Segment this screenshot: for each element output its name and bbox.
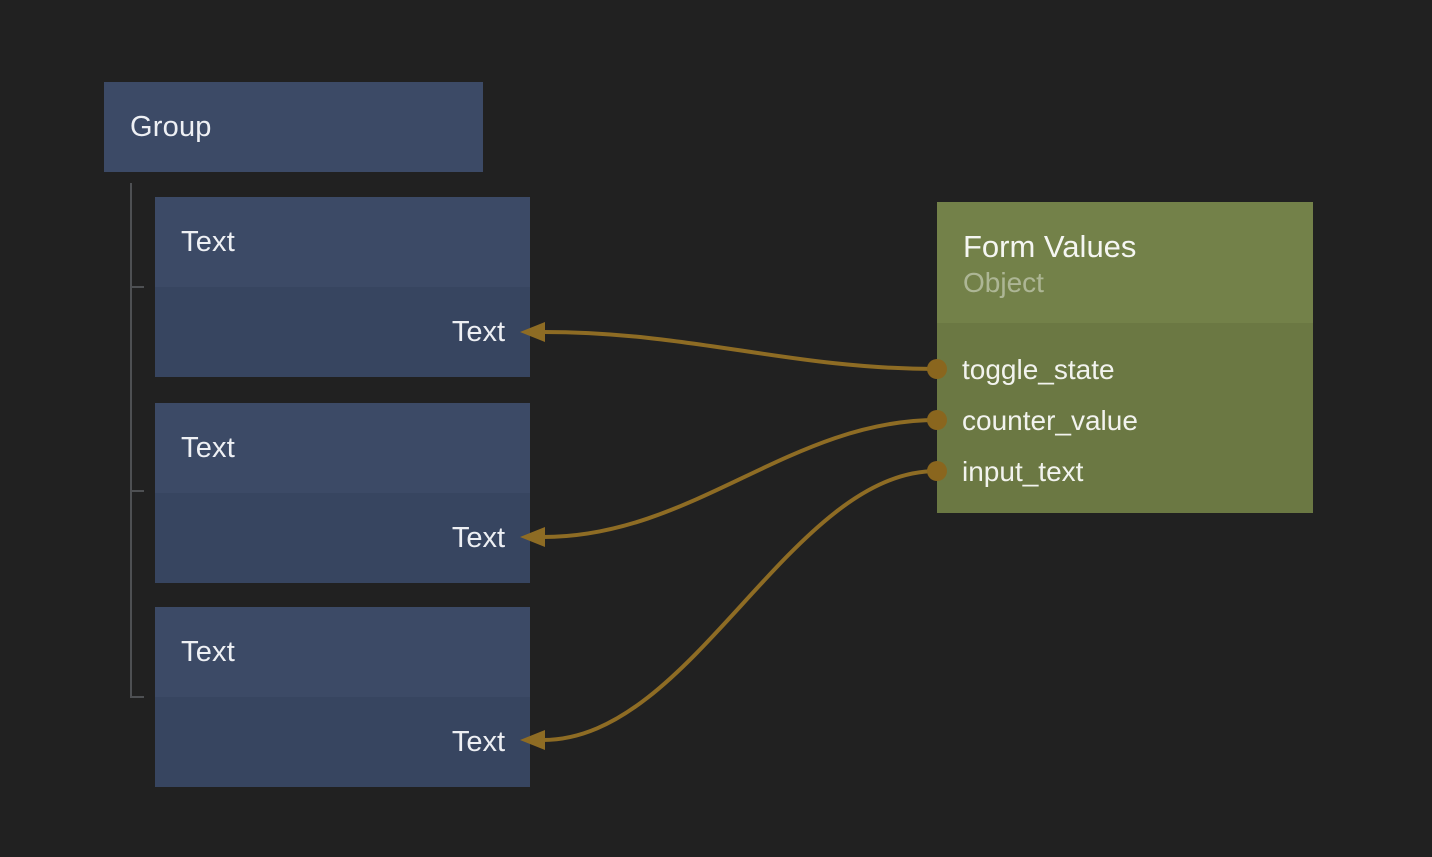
text-node-2-input-port-label: Text xyxy=(451,521,505,554)
node-form-values[interactable]: Form Values Object toggle_state counter_… xyxy=(937,202,1313,513)
edge-counter-value-to-text-2[interactable] xyxy=(542,418,938,539)
text-node-1-input-port-label: Text xyxy=(451,315,505,348)
node-text-1[interactable]: Text Text xyxy=(155,197,530,377)
output-label-counter-value: counter_value xyxy=(962,404,1138,436)
group-children-tree-line xyxy=(130,183,132,698)
text-node-3-body: Text xyxy=(155,697,530,787)
text-node-2-header: Text xyxy=(155,403,530,493)
node-text-2[interactable]: Text Text xyxy=(155,403,530,583)
output-row-input-text[interactable]: input_text xyxy=(962,446,1313,497)
output-row-counter-value[interactable]: counter_value xyxy=(962,395,1313,446)
text-node-1-title: Text xyxy=(181,225,235,258)
form-values-title: Form Values xyxy=(963,229,1137,264)
form-values-body: toggle_state counter_value input_text xyxy=(937,323,1313,513)
node-group[interactable]: Group xyxy=(104,82,483,172)
output-label-toggle-state: toggle_state xyxy=(962,353,1115,385)
text-node-1-body: Text xyxy=(155,287,530,377)
text-node-2-title: Text xyxy=(181,431,235,464)
output-row-toggle-state[interactable]: toggle_state xyxy=(962,344,1313,395)
form-values-type-label: Object xyxy=(963,267,1044,298)
text-node-3-header: Text xyxy=(155,607,530,697)
edge-input-text-to-text-3[interactable] xyxy=(542,469,938,742)
tree-branch-tick-2 xyxy=(130,490,144,492)
form-values-header: Form Values Object xyxy=(937,202,1313,323)
node-text-3[interactable]: Text Text xyxy=(155,607,530,787)
tree-branch-tick-1 xyxy=(130,286,144,288)
text-node-2-body: Text xyxy=(155,493,530,583)
tree-branch-tick-3 xyxy=(130,696,144,698)
text-node-3-input-port-label: Text xyxy=(451,725,505,758)
edge-toggle-state-to-text-1[interactable] xyxy=(542,330,938,371)
text-node-3-title: Text xyxy=(181,635,235,668)
output-label-input-text: input_text xyxy=(962,455,1084,487)
group-node-title: Group xyxy=(130,110,212,143)
text-node-1-header: Text xyxy=(155,197,530,287)
